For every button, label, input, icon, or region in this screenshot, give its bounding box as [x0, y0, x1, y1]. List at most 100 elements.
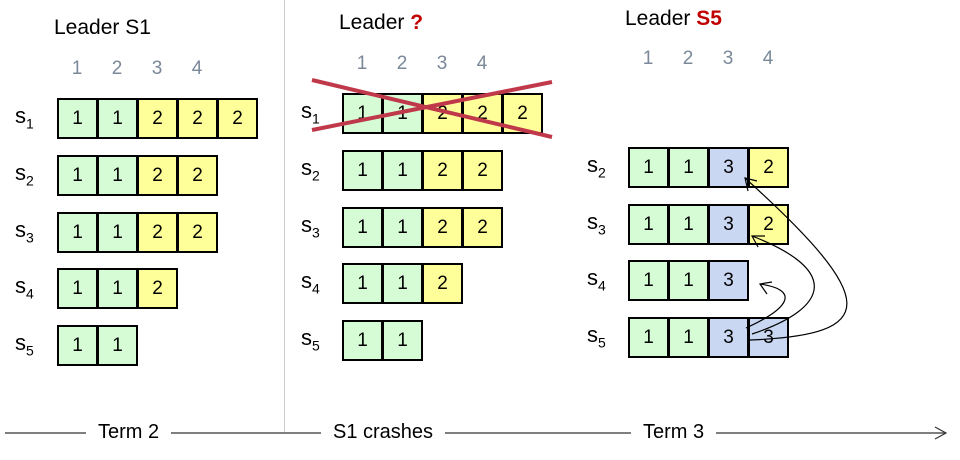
log-entry: 1 [57, 98, 98, 139]
log-entry: 2 [748, 204, 789, 245]
log-entry: 2 [462, 150, 503, 191]
server-label: s2 [587, 152, 606, 180]
panel-title: Leader ? [339, 11, 423, 35]
server-number: 2 [26, 172, 34, 189]
log-entry: 1 [342, 207, 383, 248]
log-index-label: 4 [476, 53, 488, 74]
log-entry: 1 [668, 147, 709, 188]
log-entry: 2 [217, 98, 258, 139]
log-entry: 1 [342, 320, 383, 361]
leader-label: Leader [339, 11, 411, 34]
log-entry: 1 [628, 317, 669, 358]
log-entry: 1 [342, 93, 383, 134]
server-letter: s [15, 273, 26, 298]
server-number: 2 [598, 164, 606, 181]
log-entry: 1 [628, 147, 669, 188]
server-letter: s [15, 160, 26, 185]
server-number: 4 [312, 280, 320, 297]
arrowhead [744, 177, 758, 192]
arrow-s5-to-s3 [751, 235, 815, 335]
log-entry: 1 [628, 260, 669, 301]
log-index-label: 2 [111, 58, 123, 79]
server-number: 4 [26, 285, 34, 302]
log-index-label: 4 [762, 48, 774, 69]
server-number: 5 [598, 334, 606, 351]
arrowhead [758, 281, 773, 295]
server-number: 5 [26, 342, 34, 359]
log-index-label: 3 [151, 58, 163, 79]
log-entry: 1 [382, 320, 423, 361]
log-entry: 1 [57, 155, 98, 196]
server-label: s4 [587, 265, 606, 293]
server-label: s3 [15, 217, 34, 245]
leader-label: Leader [54, 16, 126, 39]
log-entry: 2 [748, 147, 789, 188]
server-letter: s [587, 209, 598, 234]
log-index-label: 4 [191, 58, 203, 79]
leader-label: Leader [625, 7, 697, 30]
leader-name: S5 [696, 7, 722, 30]
replication-arrows [744, 177, 848, 341]
log-entry: 2 [137, 268, 178, 309]
timeline-label-term3: Term 3 [631, 421, 717, 444]
log-entry: 1 [668, 260, 709, 301]
server-letter: s [301, 212, 312, 237]
timeline-arrowhead-icon [934, 426, 948, 440]
server-label: s3 [301, 212, 320, 240]
arrowhead [750, 235, 765, 248]
server-number: 4 [598, 277, 606, 294]
server-label: s4 [301, 268, 320, 296]
server-label: s2 [15, 160, 34, 188]
log-entry: 1 [97, 268, 138, 309]
log-index-label: 3 [722, 48, 734, 69]
log-entry: 1 [668, 204, 709, 245]
timeline-label-s1-crashes: S1 crashes [321, 421, 446, 444]
server-letter: s [587, 322, 598, 347]
server-number: 1 [26, 115, 34, 132]
log-index-label: 1 [642, 48, 654, 69]
log-entry: 2 [422, 263, 463, 304]
server-number: 2 [312, 167, 320, 184]
log-entry: 1 [57, 212, 98, 253]
server-label: s1 [15, 103, 34, 131]
server-label: s3 [587, 209, 606, 237]
server-number: 5 [312, 337, 320, 354]
server-letter: s [15, 330, 26, 355]
server-number: 3 [26, 229, 34, 246]
server-number: 1 [312, 110, 320, 127]
server-number: 3 [598, 221, 606, 238]
log-entry: 2 [137, 98, 178, 139]
server-letter: s [587, 152, 598, 177]
server-letter: s [301, 325, 312, 350]
log-index-label: 2 [682, 48, 694, 69]
server-letter: s [301, 98, 312, 123]
log-entry: 2 [177, 155, 218, 196]
panel-divider [284, 0, 285, 432]
panel-title: Leader S5 [625, 7, 722, 31]
log-index-label: 1 [356, 53, 368, 74]
log-entry: 3 [708, 260, 749, 301]
server-letter: s [15, 103, 26, 128]
server-letter: s [301, 155, 312, 180]
log-entry: 1 [628, 204, 669, 245]
server-label: s5 [15, 330, 34, 358]
server-label: s1 [301, 98, 320, 126]
log-index-label: 1 [71, 58, 83, 79]
log-entry: 2 [177, 212, 218, 253]
log-index-label: 2 [396, 53, 408, 74]
server-number: 3 [312, 224, 320, 241]
log-entry: 1 [97, 212, 138, 253]
